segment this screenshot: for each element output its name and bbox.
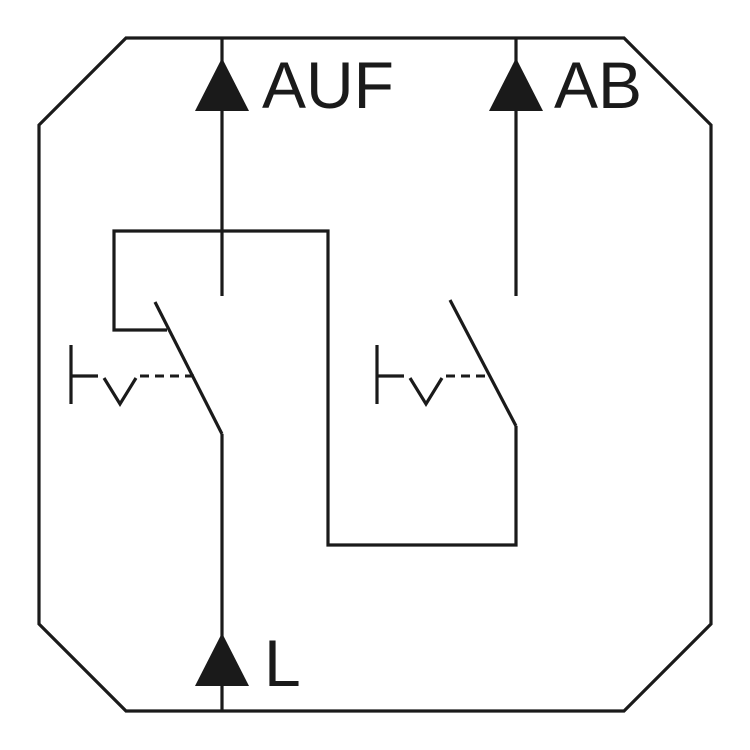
auf-arrow-icon (195, 58, 249, 111)
l-label: L (264, 626, 301, 700)
housing-outline (37, 36, 713, 713)
ab-arrow-icon (489, 58, 543, 111)
right-switch-blade (448, 299, 518, 427)
right-actuator-v-icon (408, 377, 444, 408)
ab-label: AB (554, 48, 642, 122)
left-actuator-v-icon (102, 377, 138, 408)
left-switch-blade (153, 301, 224, 435)
interlock-wire (112, 229, 518, 547)
l-arrow-icon (195, 633, 249, 686)
auf-label: AUF (262, 48, 394, 122)
